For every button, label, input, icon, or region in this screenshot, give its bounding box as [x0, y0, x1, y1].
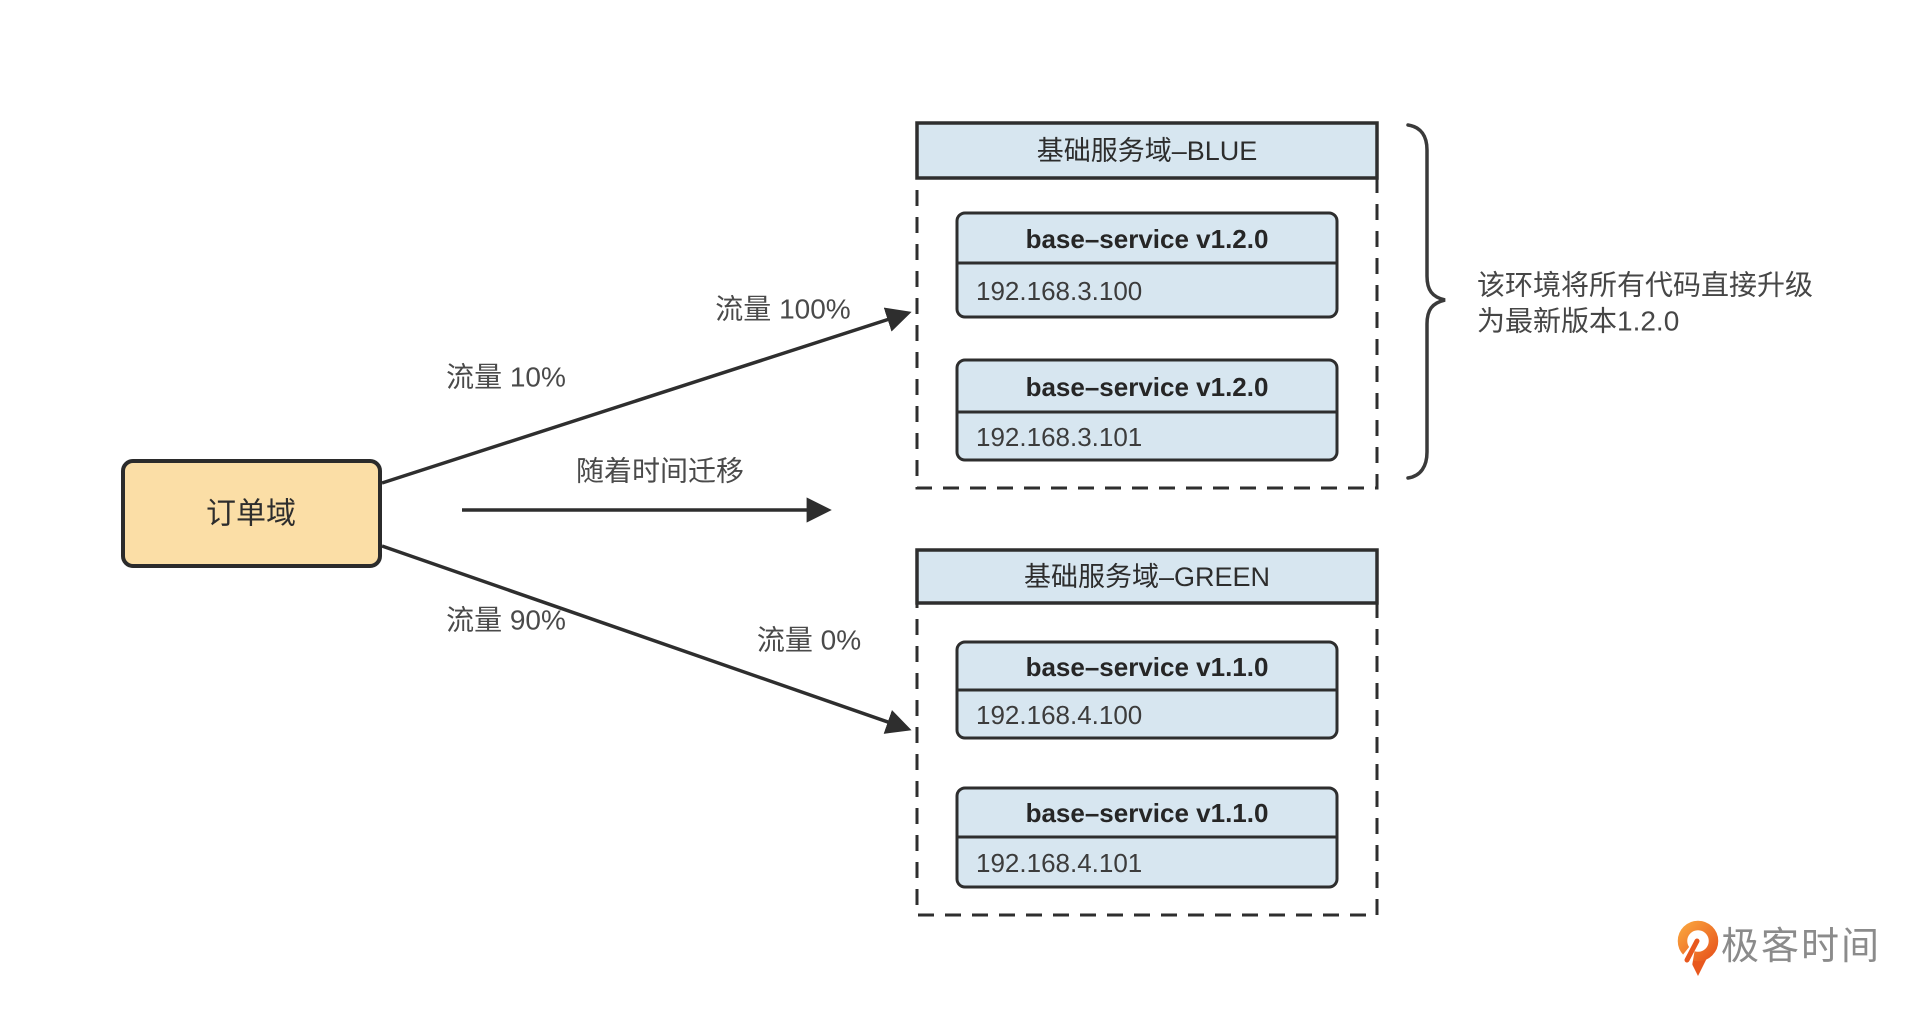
service-ip: 192.168.4.100	[976, 700, 1142, 730]
service-ip: 192.168.4.101	[976, 848, 1142, 878]
logo-white-wedge	[1678, 937, 1697, 966]
cluster-blue: 基础服务域–BLUE base–service v1.2.0 192.168.3…	[915, 121, 1379, 490]
service-node-box	[955, 211, 1339, 319]
service-node: base–service v1.2.0 192.168.3.101	[955, 358, 1339, 462]
logo-q-tail	[1684, 938, 1700, 963]
service-node-box	[955, 358, 1339, 462]
geektime-logo-icon	[1677, 920, 1719, 976]
brace	[1406, 123, 1446, 480]
cluster-green: 基础服务域–GREEN base–service v1.1.0 192.168.…	[915, 548, 1379, 917]
service-name: base–service v1.2.0	[1026, 372, 1269, 402]
cluster-green-boundary	[915, 601, 1379, 917]
cluster-blue-boundary	[915, 176, 1379, 490]
logo-ring	[1677, 920, 1719, 962]
edges: 流量 10% 流量 100% 随着时间迁移 流量 90% 流量 0%	[381, 294, 912, 734]
service-name: base–service v1.1.0	[1026, 798, 1269, 828]
annotation-line2: 为最新版本1.2.0	[1477, 306, 1679, 337]
geektime-logo-text: 极客时间	[1721, 926, 1881, 968]
cluster-green-title: 基础服务域–GREEN	[1024, 562, 1270, 592]
traffic-90-label: 流量 90%	[446, 605, 566, 636]
geektime-logo: 极客时间	[1677, 920, 1881, 976]
service-ip: 192.168.3.101	[976, 422, 1142, 452]
arrow-to-blue	[381, 307, 912, 485]
time-migration-label: 随着时间迁移	[576, 456, 744, 487]
service-name: base–service v1.2.0	[1026, 224, 1269, 254]
order-domain-box	[121, 459, 382, 568]
traffic-10-label: 流量 10%	[446, 362, 566, 393]
annotation-group: 该环境将所有代码直接升级 为最新版本1.2.0	[1406, 123, 1813, 480]
traffic-100-label: 流量 100%	[715, 294, 850, 325]
traffic-0-label: 流量 0%	[757, 625, 861, 656]
service-node: base–service v1.1.0 192.168.4.100	[955, 640, 1339, 740]
order-domain-label: 订单域	[206, 498, 296, 531]
service-node: base–service v1.1.0 192.168.4.101	[955, 786, 1339, 889]
order-domain-node: 订单域	[121, 459, 382, 568]
cluster-blue-title: 基础服务域–BLUE	[1037, 136, 1258, 166]
service-ip: 192.168.3.100	[976, 276, 1142, 306]
cluster-green-header	[915, 548, 1379, 605]
arrow-to-green	[381, 544, 912, 734]
annotation-line1: 该环境将所有代码直接升级	[1477, 270, 1813, 301]
service-name: base–service v1.1.0	[1026, 652, 1269, 682]
service-node: base–service v1.2.0 192.168.3.100	[955, 211, 1339, 319]
